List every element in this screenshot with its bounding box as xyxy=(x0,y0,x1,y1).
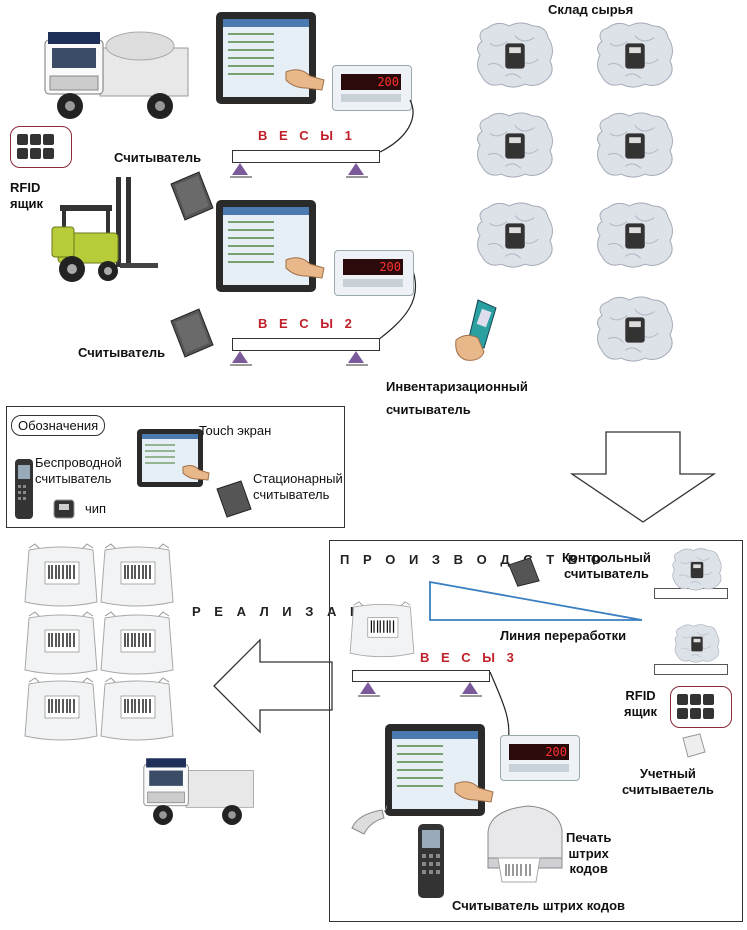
scale-readout: 200 xyxy=(509,744,569,760)
inventory-reader-label: Инвентаризационный считыватель xyxy=(386,379,528,417)
raw-material-bale-icon xyxy=(477,112,553,178)
raw-material-bale-icon xyxy=(477,22,553,88)
raw-material-bale-icon xyxy=(597,22,673,88)
big-bag-barcode-icon xyxy=(100,543,174,607)
barcode-printing-label: Печать штрих кодов xyxy=(566,830,612,877)
big-bag-barcode-icon xyxy=(349,601,415,658)
barcode-reader-label: Считыватель штрих кодов xyxy=(452,898,625,913)
accounting-reader-label: Учетный считываетель xyxy=(622,766,714,797)
scale-display-1: 200 xyxy=(332,65,412,111)
touch-screen-icon xyxy=(216,12,325,104)
scales-1-label: В Е С Ы 1 xyxy=(258,128,356,143)
stationary-reader-icon xyxy=(170,171,214,221)
big-bag-barcode-icon xyxy=(24,677,98,741)
rfid-box-icon xyxy=(670,686,732,728)
legend-wireless-reader-label: Беспроводной считыватель xyxy=(35,455,122,486)
truck-icon xyxy=(44,31,189,119)
stationary-reader-icon xyxy=(170,308,214,358)
control-reader-label: Контрольный считыватель xyxy=(562,550,651,581)
scales-3-label: В Е С Ы 3 xyxy=(420,650,518,665)
big-bag-barcode-icon xyxy=(24,543,98,607)
scale-display-2: 200 xyxy=(334,250,414,296)
left-arrow xyxy=(213,638,333,734)
touch-screen-icon xyxy=(137,429,210,487)
raw-material-bale-icon xyxy=(477,202,553,268)
legend-touch-screen-label: Touch экран xyxy=(199,423,272,438)
chip-icon xyxy=(53,499,75,519)
wireless-reader-icon xyxy=(15,459,33,519)
control-bale-icon xyxy=(672,548,722,591)
reader-label-2: Считыватель xyxy=(78,345,166,360)
raw-material-bale-icon xyxy=(597,202,673,268)
scale-platform-3 xyxy=(352,670,490,682)
control-bar-2 xyxy=(654,664,728,675)
legend-stationary-reader-label: Стационарный считыватель xyxy=(253,471,343,502)
reader-label-1: Считыватель xyxy=(114,150,202,165)
big-bag-barcode-icon xyxy=(100,611,174,675)
accounting-reader-icon xyxy=(682,733,706,758)
raw-material-bale-icon xyxy=(597,112,673,178)
scale-readout: 200 xyxy=(343,259,403,275)
stationary-reader-icon xyxy=(508,557,540,587)
legend-chip-label: чип xyxy=(85,501,107,516)
scale-platform-1 xyxy=(232,150,380,163)
production-label: П Р О И З В О Д С Т В О xyxy=(340,552,606,567)
handheld-reader-icon xyxy=(455,299,497,361)
production-box xyxy=(329,540,743,922)
processing-line-label: Линия переработки xyxy=(500,628,627,643)
big-bag-barcode-icon xyxy=(100,677,174,741)
scale-readout: 200 xyxy=(341,74,401,90)
scale-support-3 xyxy=(358,682,482,697)
forklift-icon xyxy=(51,177,158,282)
barcode-printer-icon xyxy=(487,805,563,883)
barcode-scanner-icon xyxy=(351,805,388,835)
processing-line xyxy=(429,580,643,621)
touch-screen-icon xyxy=(385,724,494,816)
sales-label: Р Е А Л И З А Ц И Я xyxy=(192,604,411,619)
control-bale-icon xyxy=(674,624,720,663)
scale-platform-2 xyxy=(232,338,380,351)
wireless-reader-icon xyxy=(418,824,444,898)
down-arrow xyxy=(569,431,717,523)
scale-support-2 xyxy=(230,351,368,366)
scale-display-3: 200 xyxy=(500,735,580,781)
legend-box: Обозначения Touch экран Беспроводной счи… xyxy=(6,406,345,528)
raw-material-bale-icon xyxy=(597,296,673,362)
raw-warehouse-title: Склад сырья xyxy=(548,2,634,17)
scale-support-1 xyxy=(230,163,368,178)
truck-icon xyxy=(143,758,254,825)
stationary-reader-icon xyxy=(216,480,252,518)
touch-screen-icon xyxy=(216,200,325,292)
rfid-box-label: RFID ящик xyxy=(10,180,44,211)
big-bag-barcode-icon xyxy=(24,611,98,675)
rfid-box-icon xyxy=(10,126,72,168)
scales-2-label: В Е С Ы 2 xyxy=(258,316,356,331)
rfid-box-label-2: RFID ящик xyxy=(624,688,658,719)
legend-title: Обозначения xyxy=(11,415,106,436)
